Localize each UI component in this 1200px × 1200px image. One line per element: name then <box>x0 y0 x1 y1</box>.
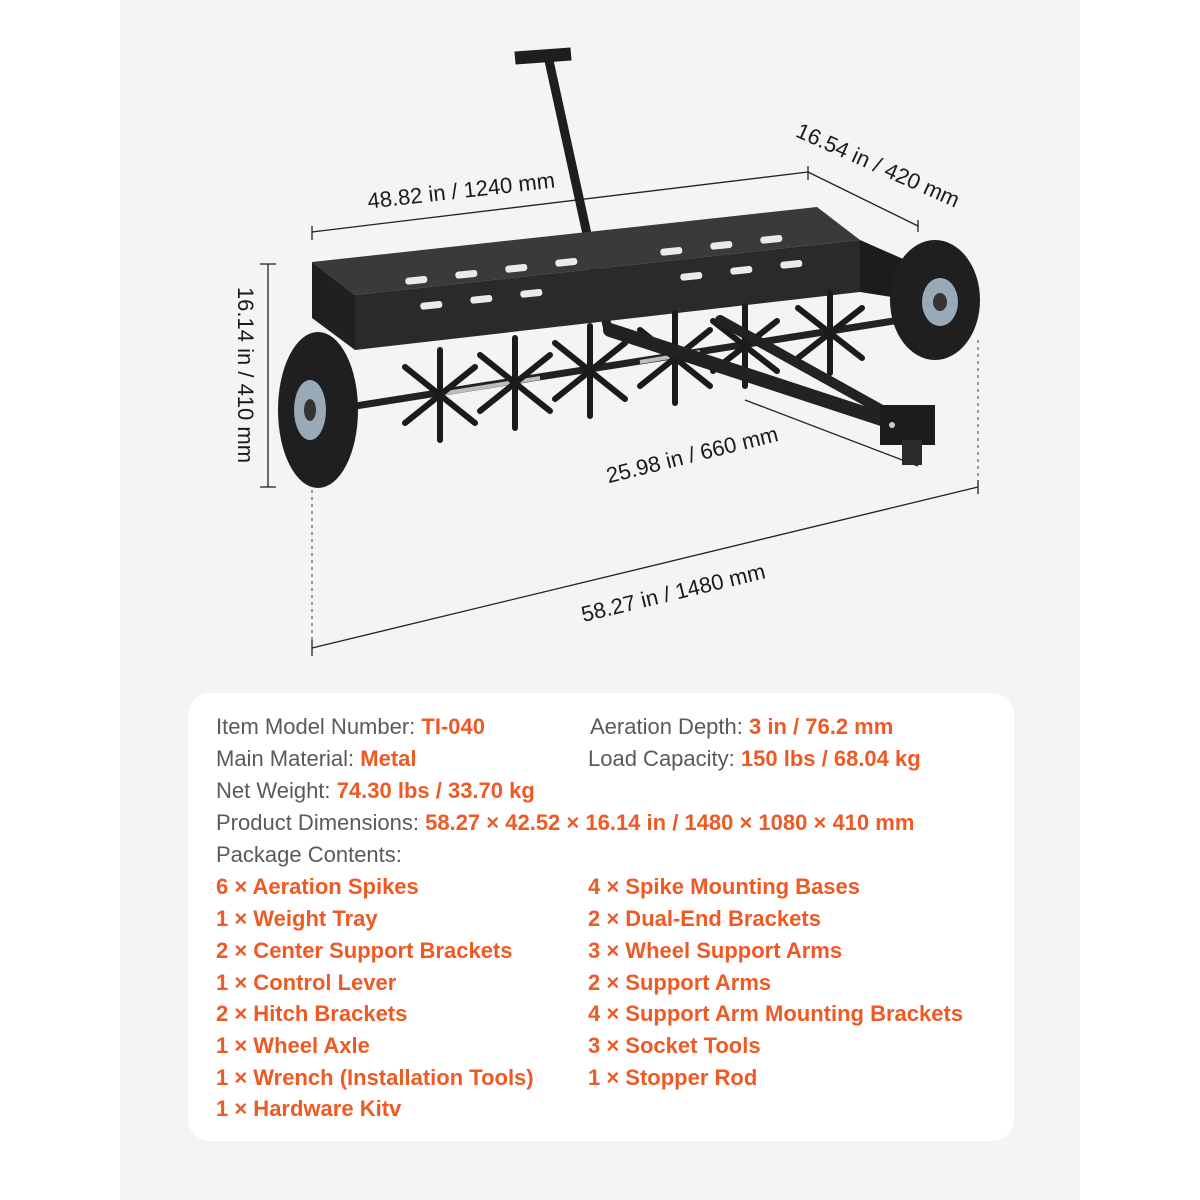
spec-weight-value: 74.30 lbs / 33.70 kg <box>336 778 535 803</box>
package-contents-label: Package Contents: <box>216 842 402 867</box>
spec-model-value: TI-040 <box>421 714 486 739</box>
package-item: 3 × Socket Tools <box>588 1033 761 1058</box>
dim-overall: 58.27 in / 1480 mm <box>579 559 768 627</box>
dim-tongue: 25.98 in / 660 mm <box>604 421 781 488</box>
package-item: 2 × Dual-End Brackets <box>588 906 821 931</box>
hitch <box>880 405 935 465</box>
package-item: 1 × Control Lever <box>216 970 397 995</box>
spec-material-value: Metal <box>360 746 417 771</box>
tow-arm <box>603 315 907 432</box>
package-item: 1 × Wrench (Installation Tools) <box>216 1065 534 1090</box>
package-item: 1 × Hardware Kitv <box>216 1096 402 1121</box>
package-item: 3 × Wheel Support Arms <box>588 938 843 963</box>
spec-model: Item Model Number: TI-040 <box>216 713 485 741</box>
package-item: 4 × Support Arm Mounting Brackets <box>588 1001 964 1026</box>
package-item: 2 × Hitch Brackets <box>216 1001 408 1026</box>
spec-material-label: Main Material: <box>216 746 355 771</box>
package-item: 1 × Stopper Rod <box>588 1065 758 1090</box>
spec-material: Main Material: Metal <box>216 745 417 773</box>
spec-load: Load Capacity: 150 lbs / 68.04 kg <box>588 745 921 773</box>
spec-load-value: 150 lbs / 68.04 kg <box>740 746 921 771</box>
weight-tray <box>312 207 910 350</box>
package-item: 6 × Aeration Spikes <box>216 874 419 899</box>
spec-card: Item Model Number: TI-040 Aeration Depth… <box>188 693 1014 1141</box>
package-item: 2 × Support Arms <box>588 970 772 995</box>
package-item: 1 × Weight Tray <box>216 906 378 931</box>
spec-product-dims-label: Product Dimensions: <box>216 810 419 835</box>
spec-product-dims-value: 58.27 × 42.52 × 16.14 in / 1480 × 1080 ×… <box>425 810 915 835</box>
spec-depth-value: 3 in / 76.2 mm <box>749 714 894 739</box>
spec-product-dims: Product Dimensions: 58.27 × 42.52 × 16.1… <box>216 809 914 837</box>
package-item: 4 × Spike Mounting Bases <box>588 874 861 899</box>
right-wheel <box>890 240 980 360</box>
left-wheel <box>278 332 358 488</box>
package-contents-heading: Package Contents: <box>216 841 402 869</box>
product-illustration: 48.82 in / 1240 mm 16.54 in / 420 mm 16.… <box>233 47 980 656</box>
spec-depth: Aeration Depth: 3 in / 76.2 mm <box>590 713 893 741</box>
package-item: 1 × Wheel Axle <box>216 1033 370 1058</box>
spike-axle <box>329 316 901 414</box>
dim-top-depth: 16.54 in / 420 mm <box>793 118 964 212</box>
spec-weight-label: Net Weight: <box>216 778 331 803</box>
spec-model-label: Item Model Number: <box>216 714 416 739</box>
dim-top-width: 48.82 in / 1240 mm <box>366 167 556 213</box>
spec-weight: Net Weight: 74.30 lbs / 33.70 kg <box>216 777 535 805</box>
dimension-lines <box>260 166 979 656</box>
spec-depth-label: Aeration Depth: <box>590 714 743 739</box>
package-item: 2 × Center Support Brackets <box>216 938 513 963</box>
spec-load-label: Load Capacity: <box>588 746 735 771</box>
dim-height: 16.14 in / 410 mm <box>233 287 258 463</box>
